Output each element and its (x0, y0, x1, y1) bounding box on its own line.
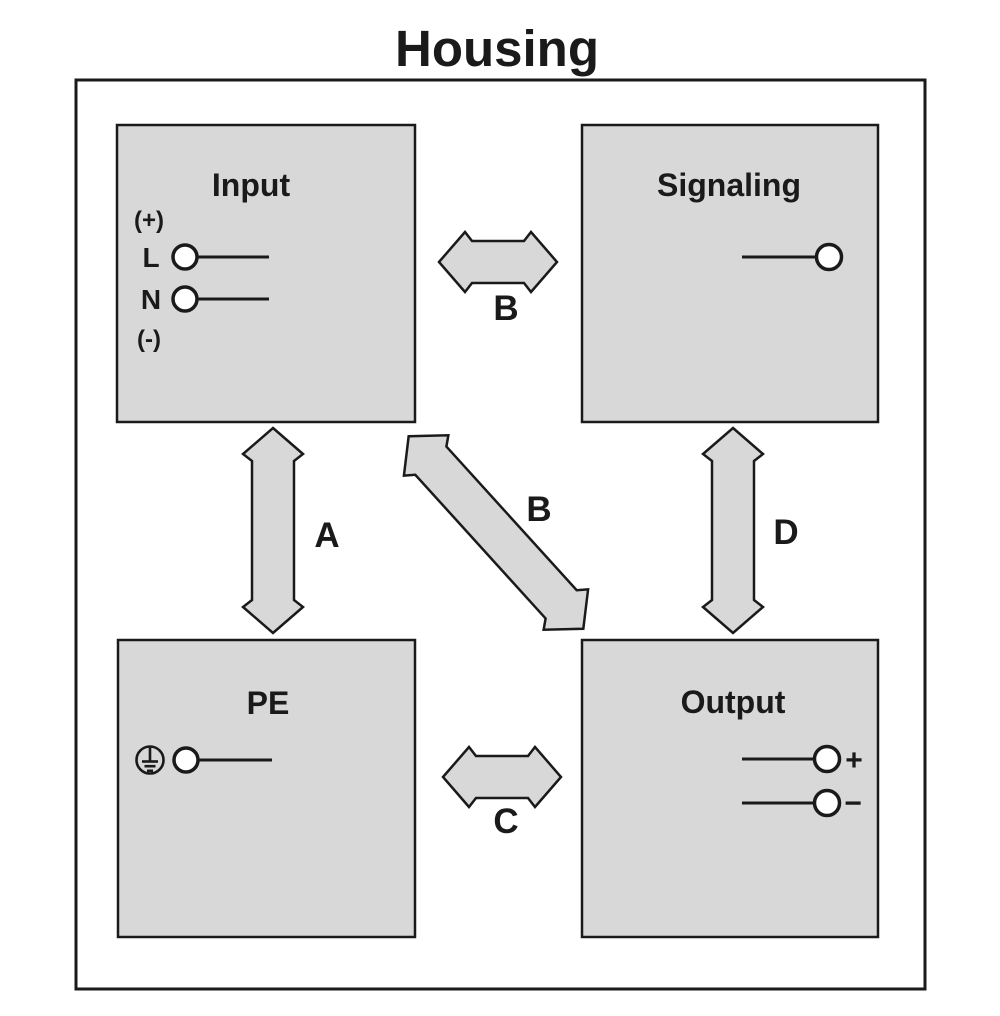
input-box-rect (115, 123, 417, 424)
output-plus-label: + (845, 744, 863, 777)
signaling-terminal (814, 242, 844, 272)
input-l-terminal (171, 243, 199, 271)
arrow-input-pe-label: A (314, 516, 339, 555)
protective-earth-icon (135, 745, 165, 775)
output-box-label: Output (681, 684, 786, 720)
pe-box: PE (116, 638, 417, 939)
arrow-signaling-output: D (701, 426, 799, 635)
arrow-pe-output-label: C (493, 802, 518, 841)
arrow-input-signaling: B (437, 230, 559, 328)
output-box: Output + − (580, 638, 880, 939)
pe-box-label: PE (247, 685, 290, 721)
arrow-signaling-output-label: D (773, 513, 798, 552)
input-box: Input (+) L N (-) (115, 123, 417, 424)
arrow-pe-output: C (441, 745, 563, 841)
signaling-box-label: Signaling (657, 167, 801, 203)
arrow-signaling-output-shape (701, 426, 765, 635)
pe-box-rect (116, 638, 417, 939)
arrow-input-signaling-shape (437, 230, 559, 294)
arrow-input-signaling-label: B (493, 289, 518, 328)
input-l-label: L (142, 242, 159, 273)
arrow-input-output-label: B (526, 490, 551, 529)
pe-icon-circle (135, 745, 165, 775)
input-box-label: Input (212, 167, 291, 203)
arrow-input-pe: A (241, 426, 340, 635)
arrow-pe-output-shape (441, 745, 563, 809)
output-plus-terminal (812, 744, 842, 774)
housing-border (74, 78, 927, 991)
signaling-box-rect (580, 123, 880, 424)
input-n-label: N (141, 284, 161, 315)
input-plus-label: (+) (134, 207, 164, 234)
signaling-box: Signaling (580, 123, 880, 424)
output-minus-label: − (844, 787, 862, 820)
diagram-title: Housing (395, 20, 599, 77)
pe-terminal (172, 746, 200, 774)
output-minus-terminal (812, 788, 842, 818)
arrow-input-output: B (402, 434, 590, 631)
input-minus-label: (-) (137, 326, 161, 353)
input-n-terminal (171, 285, 199, 313)
output-box-rect (580, 638, 880, 939)
arrow-input-output-shape (402, 434, 590, 631)
arrow-input-pe-shape (241, 426, 305, 635)
